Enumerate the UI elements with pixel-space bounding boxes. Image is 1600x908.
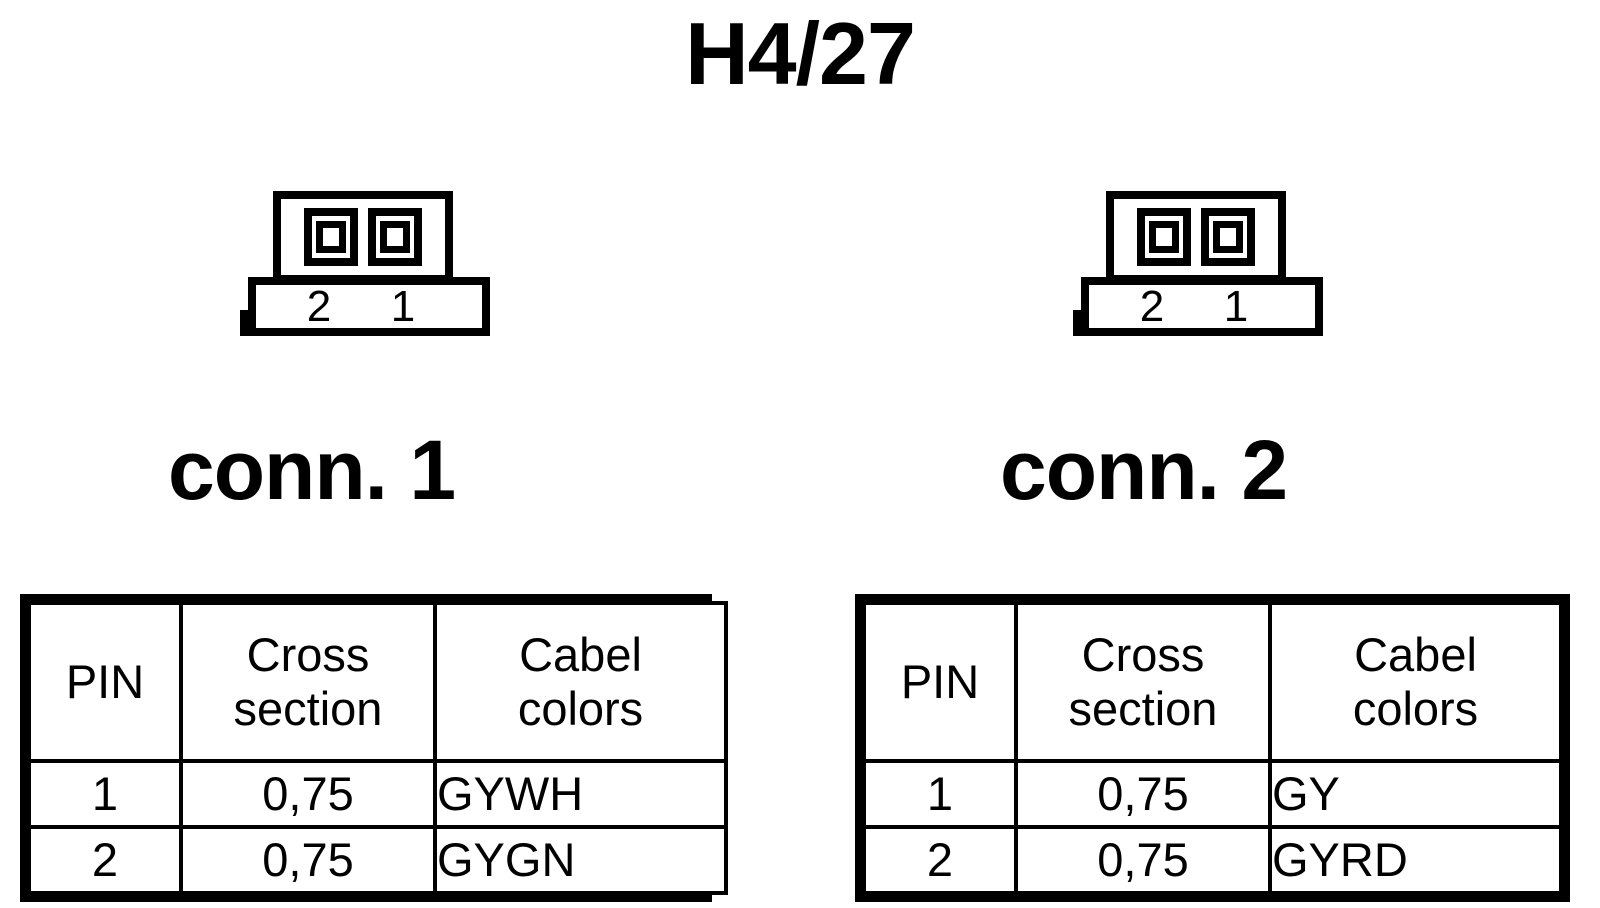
table-row: 1 0,75 GY — [862, 759, 1563, 829]
header-cross-section: Cross section — [1014, 601, 1272, 763]
cell-cross-section: 0,75 — [1014, 759, 1272, 829]
symbol-pin-label-2: 2 — [1139, 281, 1165, 331]
connector-housing-upper-conn-1 — [273, 191, 453, 283]
header-cable-colors: Cabel colors — [433, 601, 728, 763]
header-pin: PIN — [862, 601, 1018, 763]
cell-pin: 1 — [27, 759, 183, 829]
header-cable-colors-line1: Cabel — [1354, 628, 1477, 681]
cell-cable-colors: GYWH — [433, 759, 728, 829]
symbol-pin-label-1: 1 — [390, 281, 416, 331]
terminal-square-icon — [368, 208, 422, 266]
terminal-core-icon — [1213, 221, 1243, 253]
cell-pin: 2 — [27, 825, 183, 895]
connector-housing-upper-conn-2 — [1106, 191, 1286, 283]
terminal-square-icon — [1137, 208, 1191, 266]
table-row: 2 0,75 GYGN — [27, 825, 728, 895]
connector-housing-lower-conn-1: 2 1 — [248, 277, 490, 336]
connector-symbol-conn-2: 2 1 — [1073, 178, 1323, 338]
cell-cross-section: 0,75 — [179, 759, 437, 829]
page-title: H4/27 — [685, 4, 916, 103]
connector-label-conn-2: conn. 2 — [1000, 423, 1288, 517]
pin-table-conn-1: PIN Cross section Cabel colors 1 0,75 GY… — [20, 594, 728, 902]
terminal-square-icon — [1201, 208, 1255, 266]
terminal-square-icon — [304, 208, 358, 266]
symbol-pin-label-1: 1 — [1223, 281, 1249, 331]
terminal-core-icon — [316, 221, 346, 253]
connector-label-conn-1: conn. 1 — [168, 423, 456, 517]
terminal-core-icon — [380, 221, 410, 253]
header-cable-colors-line2: colors — [1352, 682, 1479, 735]
table-row: 2 0,75 GYRD — [862, 825, 1563, 895]
header-cross-section-line2: section — [1068, 682, 1218, 735]
cell-cable-colors: GYRD — [1268, 825, 1563, 895]
pin-table-conn-2: PIN Cross section Cabel colors 1 0,75 GY… — [855, 594, 1570, 902]
symbol-pin-label-2: 2 — [306, 281, 332, 331]
header-cross-section: Cross section — [179, 601, 437, 763]
header-cable-colors-line1: Cabel — [519, 628, 642, 681]
cell-cable-colors: GY — [1268, 759, 1563, 829]
table-header-row: PIN Cross section Cabel colors — [862, 601, 1563, 763]
table-row: 1 0,75 GYWH — [27, 759, 728, 829]
header-cable-colors: Cabel colors — [1268, 601, 1563, 763]
cell-pin: 1 — [862, 759, 1018, 829]
header-cross-section-line2: section — [233, 682, 383, 735]
header-cross-section-line1: Cross — [246, 628, 370, 681]
header-cross-section-line1: Cross — [1081, 628, 1205, 681]
connector-housing-lower-conn-2: 2 1 — [1081, 277, 1323, 336]
table-header-row: PIN Cross section Cabel colors — [27, 601, 728, 763]
cell-pin: 2 — [862, 825, 1018, 895]
header-pin: PIN — [27, 601, 183, 763]
cell-cable-colors: GYGN — [433, 825, 728, 895]
header-cable-colors-line2: colors — [517, 682, 644, 735]
cell-cross-section: 0,75 — [1014, 825, 1272, 895]
connector-symbol-conn-1: 2 1 — [240, 178, 490, 338]
terminal-core-icon — [1149, 221, 1179, 253]
cell-cross-section: 0,75 — [179, 825, 437, 895]
